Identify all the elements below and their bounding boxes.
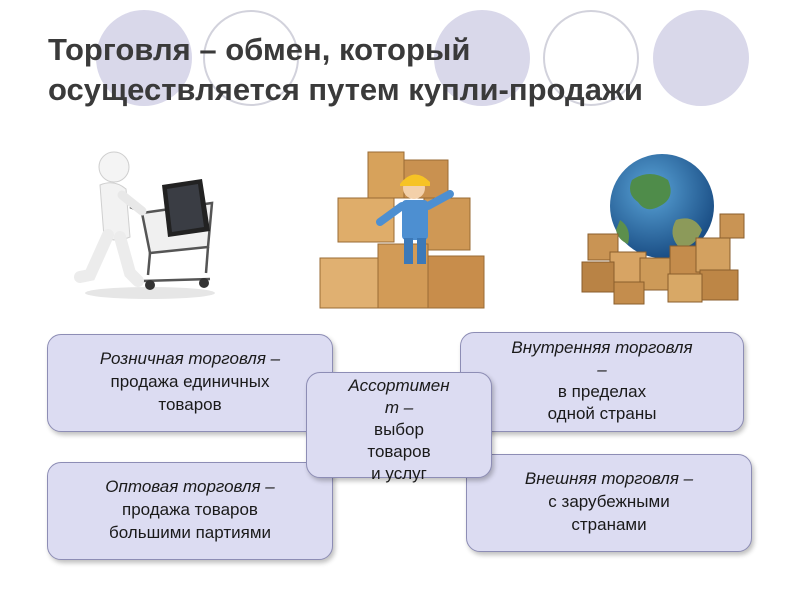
retail-trade-definition-line: продажа единичных [110,372,270,391]
wholesale-trade-definition-line: большими партиями [108,523,272,542]
foreign-trade-definition-line: странами [571,515,647,534]
retail-trade-term: Розничная торговля – [99,349,281,368]
foreign-trade-definition-line: с зарубежными [548,492,670,511]
assortment-term-cont: т – [384,398,414,417]
assortment-term: Ассортимен [348,376,450,395]
worker-with-boxes-icon [319,151,485,309]
globe-with-boxes-icon [581,154,745,305]
decorative-circle [434,10,530,106]
title-line-2: осуществляется путем купли-продажи [48,72,643,107]
domestic-trade-dash: – [597,360,607,379]
retail-trade-box: Розничная торговля – продажа единичных т… [47,334,333,432]
domestic-trade-box: Внутренняя торговля – в пределах одной с… [460,332,744,432]
wholesale-trade-box: Оптовая торговля – продажа товаров больш… [47,462,333,560]
decorative-circle [543,10,639,106]
foreign-trade-box: Внешняя торговля – с зарубежными странам… [466,454,752,552]
foreign-trade-term: Внешняя торговля – [524,469,694,488]
retail-trade-definition-line: товаров [158,395,222,414]
assortment-definition-line: товаров [367,442,431,461]
decorative-circle [653,10,749,106]
assortment-definition-line: и услуг [371,464,427,483]
decorative-circle [203,10,299,106]
slide-title: Торговля – обмен, который осуществляется… [48,30,768,110]
wholesale-trade-term: Оптовая торговля – [105,477,275,496]
domestic-trade-definition-line: одной страны [547,404,657,423]
domestic-trade-term: Внутренняя торговля [511,338,693,357]
assortment-box: Ассортимен т – выбор товаров и услуг [306,372,492,483]
wholesale-trade-definition-line: продажа товаров [122,500,258,519]
title-line-1: Торговля – обмен, который [48,32,471,67]
domestic-trade-definition-line: в пределах [557,382,647,401]
assortment-definition-line: выбор [374,420,424,439]
decorative-circle [96,10,192,106]
person-with-shopping-cart-icon [74,151,215,299]
